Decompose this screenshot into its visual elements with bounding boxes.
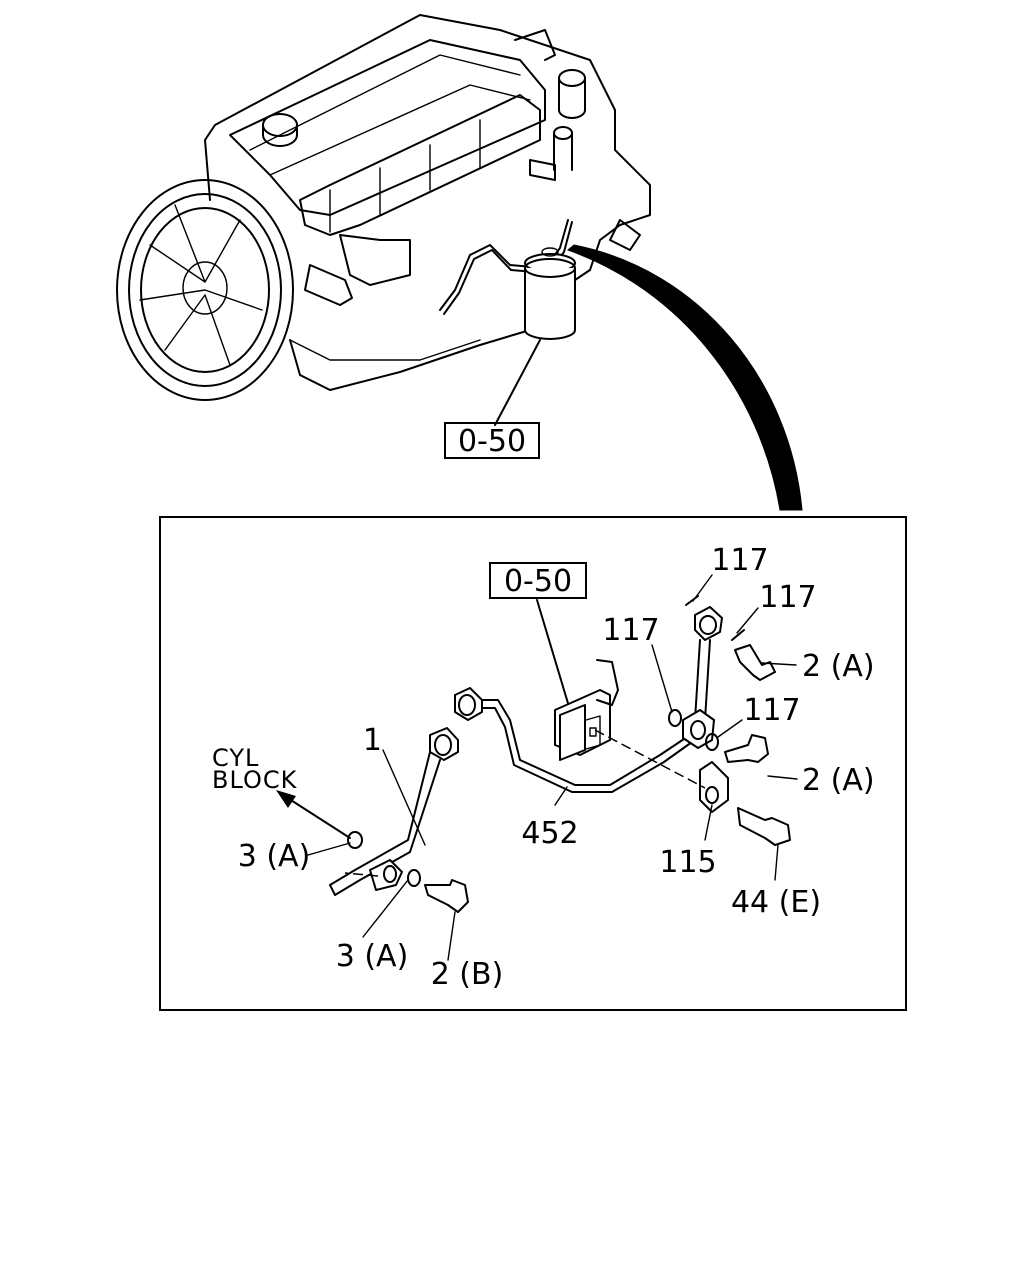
detail-panel-frame bbox=[159, 516, 907, 1011]
bolts bbox=[424, 644, 791, 913]
engine-illustration bbox=[116, 14, 651, 401]
part-labels: 1 452 115 117 117 117 117 2 (A) 2 (A) 44… bbox=[238, 543, 875, 992]
part-label-3a-upper: 3 (A) bbox=[238, 839, 311, 874]
part-label-115: 115 bbox=[659, 845, 716, 880]
part-label-452: 452 bbox=[521, 816, 578, 851]
part-label-44e: 44 (E) bbox=[731, 885, 821, 920]
part-label-3a-lower: 3 (A) bbox=[336, 939, 409, 974]
part-label-117-top: 117 bbox=[711, 543, 768, 578]
clamp-115 bbox=[699, 761, 729, 813]
filter-bracket-452 bbox=[554, 659, 619, 761]
detail-ref-leader bbox=[536, 599, 571, 711]
part-label-2b: 2 (B) bbox=[431, 957, 504, 992]
svg-text:0-50: 0-50 bbox=[504, 564, 572, 599]
assembly-line-pipe1 bbox=[344, 872, 379, 877]
part-label-117-lower: 117 bbox=[743, 693, 800, 728]
svg-text:CYL: CYL bbox=[212, 744, 259, 772]
part-label-117-right: 117 bbox=[759, 580, 816, 615]
part-label-2a-lower: 2 (A) bbox=[802, 763, 875, 798]
part-label-1: 1 bbox=[363, 723, 382, 758]
part-label-2a-upper: 2 (A) bbox=[802, 649, 875, 684]
top-ref-label: 0-50 bbox=[444, 422, 540, 459]
assembly-line-bracket bbox=[594, 729, 706, 789]
detail-ref-label: 0-50 bbox=[489, 562, 587, 599]
oil-pipe-1 bbox=[329, 727, 459, 896]
part-label-117-left: 117 bbox=[602, 613, 659, 648]
top-ref-leader bbox=[494, 339, 541, 426]
leader-lines bbox=[307, 574, 798, 961]
cyl-block-direction: CYL BLOCK bbox=[212, 744, 351, 839]
zoom-callout-sweep bbox=[567, 244, 803, 511]
upper-vertical-pipe bbox=[682, 606, 723, 749]
svg-text:0-50: 0-50 bbox=[458, 424, 526, 459]
svg-text:BLOCK: BLOCK bbox=[212, 766, 298, 794]
